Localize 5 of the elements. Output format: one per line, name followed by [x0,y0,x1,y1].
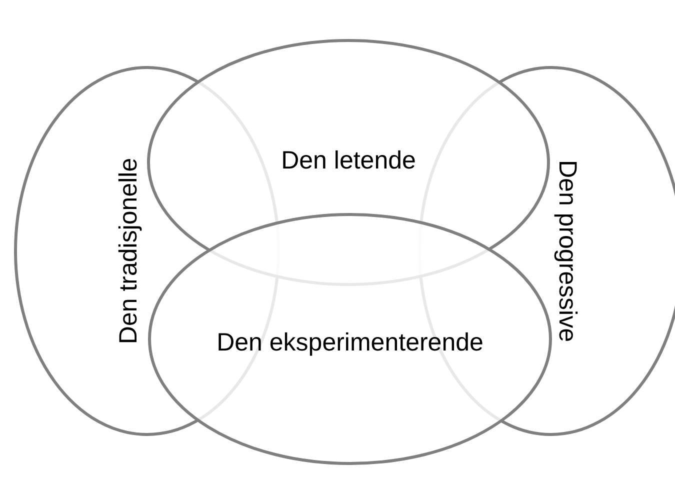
ellipse-shape [148,213,552,465]
category-label: Den eksperimenterende [216,328,484,358]
category-label: Den progressive [552,160,582,342]
category-label: Den tradisjonelle [114,158,144,344]
category-label: Den letende [281,146,416,175]
